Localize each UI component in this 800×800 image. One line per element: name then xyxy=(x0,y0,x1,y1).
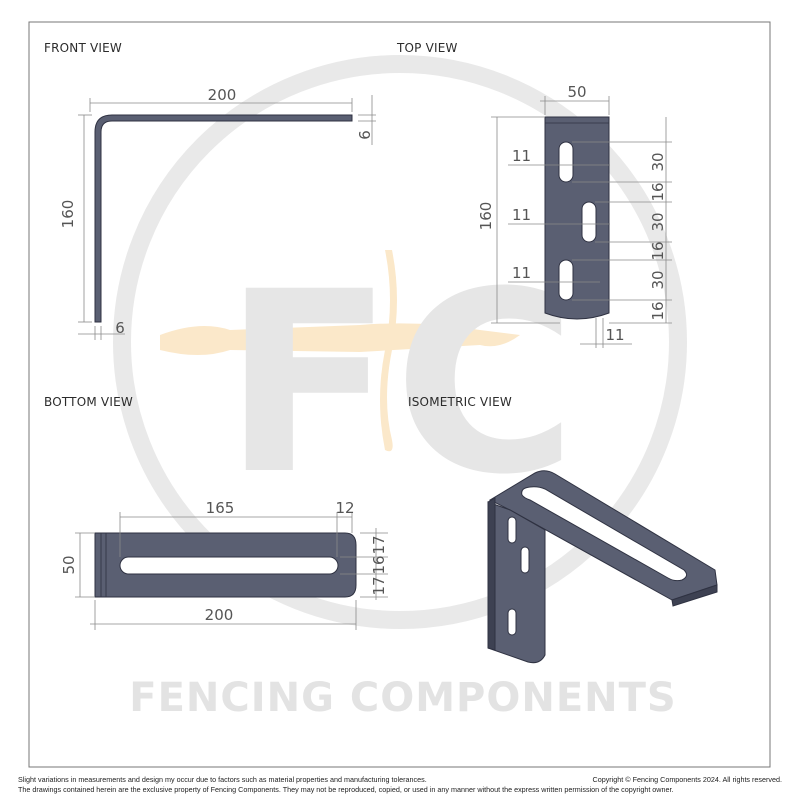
top-dim-width: 50 xyxy=(567,83,586,101)
top-slot-1 xyxy=(558,141,574,183)
front-dim-length: 200 xyxy=(208,86,237,104)
footer-copyright: Copyright © Fencing Components 2024. All… xyxy=(592,775,782,784)
isometric-view xyxy=(487,470,718,664)
iso-slot-2 xyxy=(520,546,530,574)
front-view: 200 160 6 6 xyxy=(59,86,376,340)
bottom-dim-17b: 17 xyxy=(370,576,388,595)
bottom-view-label: BOTTOM VIEW xyxy=(44,395,133,409)
iso-slot-3 xyxy=(507,608,517,636)
front-view-label: FRONT VIEW xyxy=(44,41,122,55)
bottom-dim-slot-length: 165 xyxy=(206,499,235,517)
top-dim-slot2: 11 xyxy=(512,206,531,224)
top-dim-height: 160 xyxy=(477,202,495,231)
top-view-label: TOP VIEW xyxy=(396,41,458,55)
top-dim-30a: 30 xyxy=(649,152,667,171)
front-dim-thickness-bottom: 6 xyxy=(115,319,125,337)
bottom-dim-16: 16 xyxy=(370,555,388,574)
bottom-dim-end: 12 xyxy=(335,499,354,517)
watermark-ring xyxy=(113,55,687,629)
watermark-logo: FC xyxy=(223,238,577,529)
footer-disclaimer-2: The drawings contained herein are the ex… xyxy=(18,785,674,794)
top-slot-2 xyxy=(581,201,597,243)
top-dim-slot1: 11 xyxy=(512,147,531,165)
front-bracket-profile xyxy=(94,114,353,323)
bottom-dim-17a: 17 xyxy=(370,535,388,554)
bottom-view: 165 12 50 200 17 16 17 xyxy=(60,499,388,630)
top-dim-30b: 30 xyxy=(649,212,667,231)
watermark-accent xyxy=(160,250,520,452)
watermark-brand: FENCING COMPONENTS xyxy=(129,675,676,721)
bottom-dim-total: 200 xyxy=(205,606,234,624)
top-dim-16b: 16 xyxy=(649,241,667,260)
top-dim-30c: 30 xyxy=(649,270,667,289)
top-dim-slot3: 11 xyxy=(512,264,531,282)
isometric-view-label: ISOMETRIC VIEW xyxy=(408,395,512,409)
sheet-border xyxy=(28,21,771,768)
iso-slot-1 xyxy=(507,516,517,544)
top-plate xyxy=(544,116,610,320)
front-dim-height: 160 xyxy=(59,200,77,229)
top-slot-3 xyxy=(558,259,574,301)
top-view: 50 160 11 11 11 11 30 16 30 16 30 16 xyxy=(477,83,672,348)
front-dim-thickness-top: 6 xyxy=(356,130,374,140)
bottom-dim-width: 50 xyxy=(60,555,78,574)
top-dim-slot-bottom: 11 xyxy=(605,326,624,344)
bottom-slot xyxy=(119,556,339,575)
iso-top-slot xyxy=(521,486,688,582)
iso-vertical-leg xyxy=(487,501,546,664)
top-dim-16a: 16 xyxy=(649,182,667,201)
footer-disclaimer-1: Slight variations in measurements and de… xyxy=(18,775,427,784)
watermark: FC FENCING COMPONENTS xyxy=(113,55,687,721)
top-dim-16c: 16 xyxy=(649,301,667,320)
